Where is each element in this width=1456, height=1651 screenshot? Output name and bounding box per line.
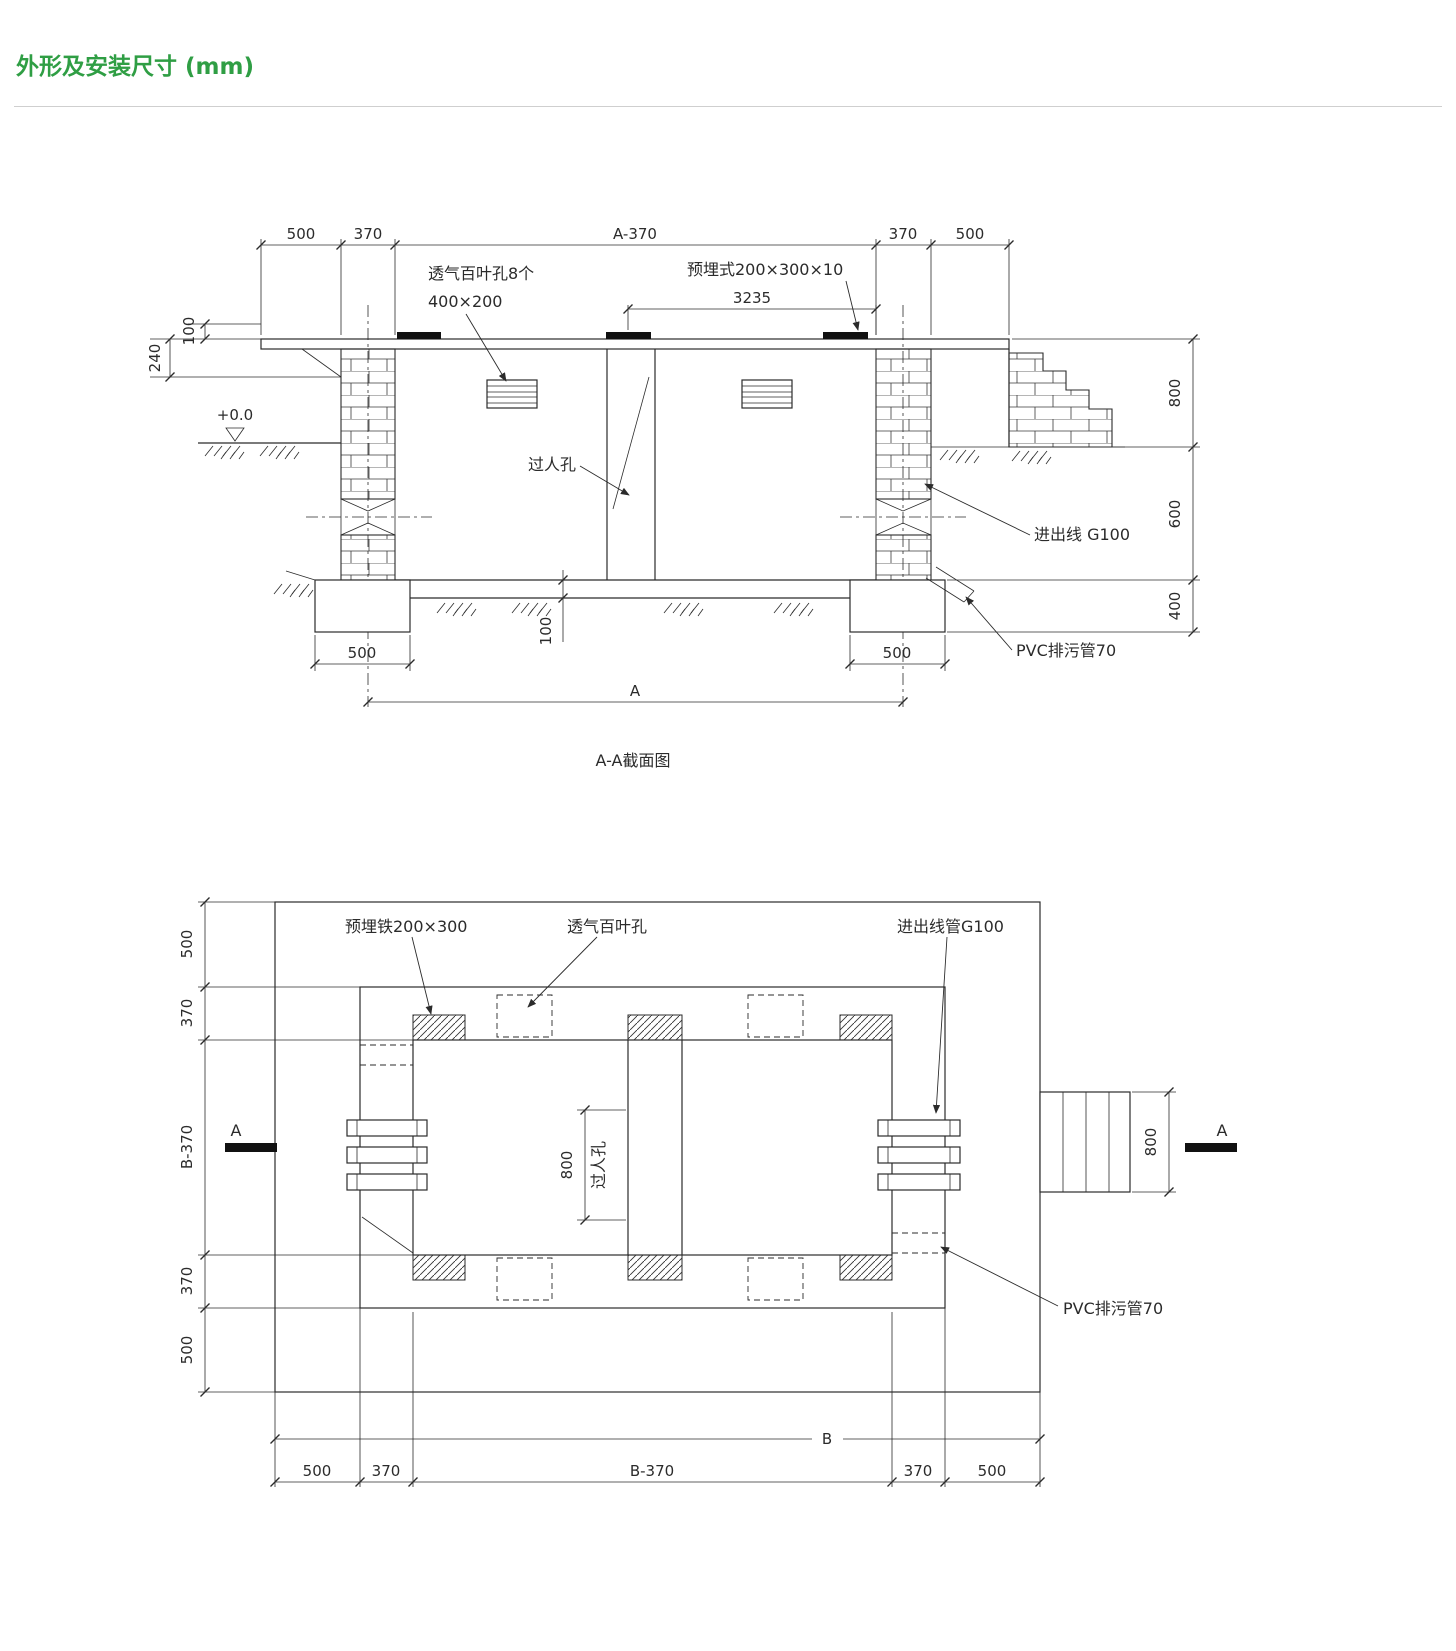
section-top-dimensions: 500 370 A-370 370 500 <box>255 225 1015 335</box>
divider <box>14 105 1442 107</box>
dim-text: 500 <box>178 929 196 958</box>
embedded-iron-plates <box>412 1014 893 1281</box>
floor-and-footings <box>273 566 975 633</box>
soil-hatch <box>939 449 980 463</box>
dim-3235: 3235 <box>622 289 882 335</box>
dim-text: 240 <box>146 343 164 372</box>
dim-text: 100 <box>180 316 198 345</box>
plan-manhole-band <box>627 1039 683 1255</box>
louver-size-label: 400×200 <box>428 292 502 311</box>
embedded-plate <box>606 331 651 339</box>
dim-manhole-800: 800 过人孔 <box>558 1104 626 1225</box>
embedded-plate <box>627 1014 683 1041</box>
dim-text: 500 <box>978 1462 1007 1480</box>
embedded-plate <box>839 1254 893 1281</box>
dim-text: 500 <box>287 225 316 243</box>
louver-vent <box>486 378 538 409</box>
section-right-dimensions: 800 600 400 <box>947 333 1200 637</box>
footing <box>314 578 411 633</box>
section-callouts: 透气百叶孔8个 400×200 预埋式200×300×10 过人孔 进出线 G1… <box>428 260 1130 660</box>
plan-left-dimensions: 500 370 B-370 370 500 <box>178 896 413 1397</box>
manhole-label: 过人孔 <box>589 1141 608 1189</box>
conduit-pipes-right <box>877 1118 961 1191</box>
plan-callouts: 预埋铁200×300 透气百叶孔 进出线管G100 PVC排污管70 <box>345 917 1163 1318</box>
section-caption: A-A截面图 <box>596 751 671 770</box>
technical-drawing: 500 370 A-370 370 500 3235 100 240 <box>146 225 1237 1487</box>
dim-text: 400 <box>1166 591 1184 620</box>
soil-hatch <box>511 602 552 616</box>
section-mark-text: A <box>231 1121 242 1140</box>
dim-text: 370 <box>904 1462 933 1480</box>
dim-overall-b: B <box>269 1430 1046 1448</box>
section-left-dimensions: 100 240 <box>146 316 341 382</box>
right-wall <box>875 348 932 581</box>
plan-view: A A 800 800 过人孔 <box>178 896 1237 1487</box>
stepped-brickwork <box>931 348 1125 464</box>
conduit-label: 进出线管G100 <box>897 917 1004 936</box>
soil-hatch <box>663 602 704 616</box>
dim-text: B <box>822 1430 832 1448</box>
embedded-plate <box>839 1014 893 1041</box>
manhole-label: 过人孔 <box>528 455 576 474</box>
dim-text: A <box>630 682 641 700</box>
dim-text: 500 <box>178 1335 196 1364</box>
soil-hatch <box>436 602 477 616</box>
dim-text: 500 <box>303 1462 332 1480</box>
ground-level-marker: +0.0 <box>198 406 341 459</box>
floor-slope-line <box>361 1216 414 1253</box>
dim-text: A-370 <box>613 225 657 243</box>
manhole-column <box>606 348 656 580</box>
dim-text: 100 <box>537 616 555 645</box>
level-text: +0.0 <box>217 406 253 424</box>
dim-text: 800 <box>558 1150 576 1179</box>
pvc-label: PVC排污管70 <box>1016 641 1116 660</box>
conduit-label: 进出线 G100 <box>1034 525 1130 544</box>
dim-text: 370 <box>372 1462 401 1480</box>
dim-text: 800 <box>1166 378 1184 407</box>
section-mark-left: A <box>225 1121 277 1152</box>
soil-hatch <box>773 602 814 616</box>
soil-hatch <box>273 583 314 597</box>
louver-vent <box>741 378 793 409</box>
section-view: 500 370 A-370 370 500 3235 100 240 <box>146 225 1200 770</box>
embed-iron-label: 预埋铁200×300 <box>345 917 468 936</box>
dim-text: 500 <box>348 644 377 662</box>
section-mark-text: A <box>1217 1121 1228 1140</box>
dim-floor-100: 100 <box>537 569 569 645</box>
right-extension-box: 800 <box>1039 1086 1176 1197</box>
embedded-plate <box>412 1254 466 1281</box>
embed-label: 预埋式200×300×10 <box>687 260 843 279</box>
embedded-plate <box>397 331 441 339</box>
louver-label: 透气百叶孔 <box>567 917 647 936</box>
louver-label: 透气百叶孔8个 <box>428 264 534 283</box>
dim-text: 600 <box>1166 499 1184 528</box>
dim-text: 370 <box>889 225 918 243</box>
embedded-plate <box>412 1014 466 1041</box>
dim-text: 370 <box>354 225 383 243</box>
louver-openings-hidden <box>359 994 946 1301</box>
soil-hatch <box>259 445 300 459</box>
pvc-label: PVC排污管70 <box>1063 1299 1163 1318</box>
section-mark-right: A <box>1185 1121 1237 1152</box>
dim-text: B-370 <box>630 1462 674 1480</box>
soil-hatch <box>204 445 245 459</box>
dim-text: 370 <box>178 1266 196 1295</box>
embedded-plate <box>823 331 868 339</box>
dim-text: 500 <box>883 644 912 662</box>
footing <box>849 578 946 633</box>
dim-text: 500 <box>956 225 985 243</box>
page-title: 外形及安装尺寸 (mm) <box>16 54 254 80</box>
footing-dimensions: 500 500 <box>309 634 951 671</box>
embedded-plate <box>627 1254 683 1281</box>
soil-hatch <box>1011 450 1052 464</box>
dim-overall-a: A <box>362 682 909 707</box>
dim-text: 800 <box>1142 1127 1160 1156</box>
dim-text: 3235 <box>733 289 771 307</box>
roof-slab <box>260 331 1010 377</box>
dim-text: B-370 <box>178 1124 196 1168</box>
conduit-pipes-left <box>346 1118 428 1191</box>
dim-text: 370 <box>178 998 196 1027</box>
plan-bottom-dimensions: 500 370 B-370 370 500 <box>269 1307 1046 1487</box>
page-header: 外形及安装尺寸 (mm) <box>0 0 1456 82</box>
